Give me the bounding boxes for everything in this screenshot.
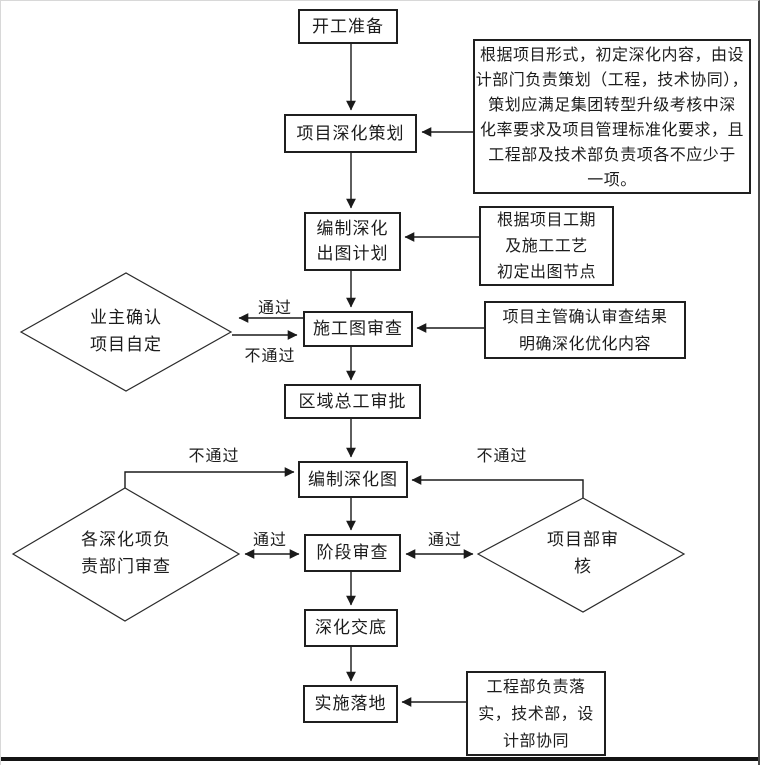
diamond-project-dept-review-label: 项目部审 核 — [547, 530, 619, 577]
diamond-owner-confirm-label: 业主确认 项目自定 — [90, 308, 162, 355]
edge-label-pass-owner: 通过 — [257, 298, 292, 317]
note-implementation-box: 工程部负责落 实，技术部，设 计部协同 — [466, 671, 606, 756]
edge-label-pass-project-dept: 通过 — [427, 530, 462, 549]
arrow-project-dept-fail-loop — [411, 475, 584, 498]
note-planning-box: 根据项目形式，初定深化内容，由设 计部门负责策划（工程，技术协同）， 策划应满足… — [473, 39, 751, 194]
node-regional-approval-box: 区域总工审批 — [284, 384, 421, 419]
diamond-dept-review — [11, 487, 241, 622]
diamond-project-dept-review — [476, 497, 686, 613]
node-deepening-drawing-box: 编制深化图 — [298, 461, 408, 498]
node-implementation-box: 实施落地 — [303, 685, 398, 723]
node-start-box: 开工准备 — [298, 9, 398, 44]
node-stage-review-box: 阶段审查 — [304, 534, 401, 572]
node-planning-box: 项目深化策划 — [284, 114, 417, 153]
node-shop-drawing-review-box: 施工图审查 — [303, 311, 413, 347]
edge-label-fail-owner: 不通过 — [244, 346, 296, 365]
note-schedule-box: 根据项目工期 及施工工艺 初定出图节点 — [479, 206, 614, 286]
edge-label-fail-project-dept: 不通过 — [476, 446, 528, 465]
arrow-dept-fail-loop — [124, 467, 295, 488]
edge-label-fail-dept: 不通过 — [188, 446, 240, 465]
node-drawing-plan-box: 编制深化 出图计划 — [304, 212, 401, 271]
page-bottom-border — [1, 757, 758, 761]
edge-label-pass-dept: 通过 — [252, 530, 287, 549]
note-review-box: 项目主管确认审查结果 明确深化优化内容 — [484, 301, 686, 359]
diamond-dept-review-label: 各深化项负 责部门审查 — [81, 530, 171, 577]
node-disclosure-box: 深化交底 — [304, 609, 398, 647]
diamond-owner-confirm — [19, 272, 233, 392]
